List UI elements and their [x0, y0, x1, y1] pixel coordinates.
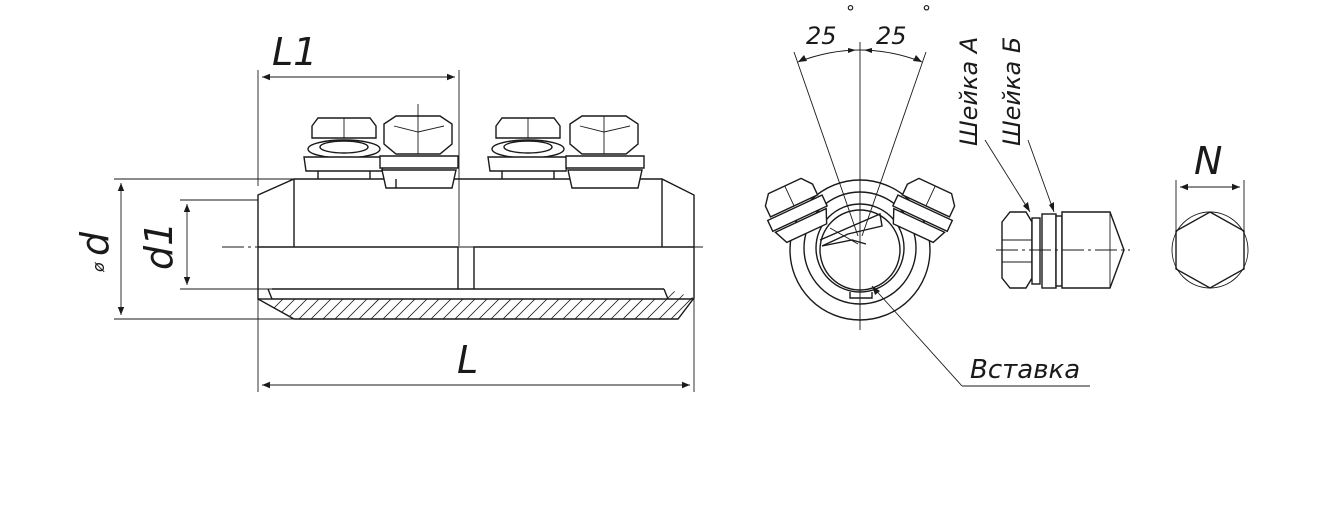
- hatched-section: [261, 289, 694, 319]
- angle-label-right: 25: [876, 22, 907, 50]
- neck-b-label: Шейка Б: [998, 37, 1026, 146]
- side-view: L1: [73, 30, 703, 392]
- dimension-L: L: [257, 298, 695, 392]
- end-view-body: [789, 179, 931, 321]
- insert-label: Вставка: [970, 355, 1080, 385]
- bolt-3: [487, 117, 569, 179]
- angle-dimension: 25 ° 25 °: [793, 2, 931, 330]
- dimension-d: ø d: [73, 178, 294, 320]
- end-bolt-left: [764, 177, 829, 244]
- neck-a-leader: Шейка А: [955, 37, 1031, 213]
- dimension-L1: L1: [257, 30, 460, 246]
- insert-leader: Вставка: [871, 285, 1090, 387]
- hex-detail: N: [1171, 139, 1249, 289]
- angle-degree-right: °: [922, 2, 931, 23]
- dimension-d1: d1: [137, 199, 272, 290]
- end-bolt-right: [891, 177, 956, 244]
- angle-degree-left: °: [846, 2, 855, 23]
- connector-body: [257, 178, 695, 320]
- bolt-1: [303, 117, 385, 179]
- dimension-label-N: N: [1194, 139, 1222, 183]
- dimension-label-d1: d1: [137, 222, 181, 270]
- dimension-label-d: d: [73, 231, 117, 256]
- phi-symbol: ø: [89, 262, 108, 273]
- dimension-label-L1: L1: [272, 30, 317, 74]
- neck-a-label: Шейка А: [955, 37, 983, 146]
- angle-label-left: 25: [806, 22, 837, 50]
- dimension-label-L: L: [457, 338, 478, 382]
- bolt-detail: Шейка А Шейка Б: [955, 37, 1130, 289]
- bolt-2: [379, 115, 459, 189]
- neck-b-leader: Шейка Б: [998, 37, 1055, 213]
- end-view: 25 ° 25 °: [764, 2, 1090, 387]
- bolt-4: [565, 115, 645, 189]
